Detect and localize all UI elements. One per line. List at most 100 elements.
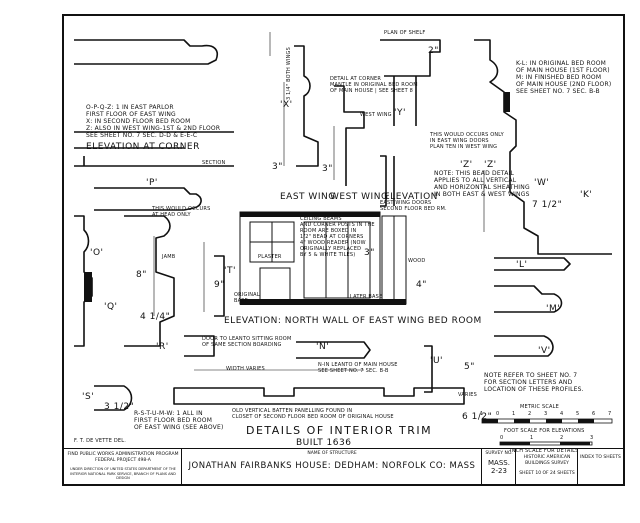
metric-tick: 7 [608,411,612,417]
profile-u [424,345,433,393]
letter-y: 'Y' [394,108,406,118]
letter-z: 'Z' [484,160,497,170]
foot-scale-bar [499,441,593,446]
tb-index: INDEX TO SHEETS [580,455,621,460]
label-east-wing: EAST WING [280,192,336,202]
label-section: SECTION [202,160,226,166]
dim-3c: 3" [364,248,375,258]
crown-molding-profile [74,39,218,65]
dim-4-1-4: 4 1/4" [140,312,171,322]
label-original-base: ORIGINAL BASE [234,292,260,304]
foot-tick: 2 [560,435,564,441]
metric-tick: 6 [592,411,596,417]
tb-habs-cell: HISTORIC AMERICAN BUILDINGS SURVEY SHEET… [516,449,578,485]
elevation-corner-lines [74,131,234,167]
label-west-wing-small: WEST WING [360,112,392,118]
letter-n: 'N' [316,342,330,352]
tb-survey-number: MASS. 2-23 [488,459,510,475]
note-corner-mantle: DETAIL AT CORNER MANTLE IN ORIGINAL BED … [330,76,418,94]
tb-survey-label: SURVEY NO. [485,451,513,456]
note-east-parlor: O-P-Q-Z: 1 IN EAST PARLOR FIRST FLOOR OF… [86,104,221,139]
label-plan-of-shelf: PLAN OF SHELF [384,30,426,36]
metric-scale-label: METRIC SCALE [520,404,559,410]
metric-scale-bar [481,418,613,424]
metric-tick: 1 [480,411,484,417]
dim-6-1-2: 6 1/2" [462,412,493,422]
label-jamb: JAMB [162,254,176,260]
label-plaster: PLASTER [258,254,282,260]
note-head-only: THIS WOULD OCCURS AT HEAD ONLY [152,206,211,218]
drawing-built-date: BUILT 1636 [296,438,352,448]
profile-r [184,335,215,357]
dim-5: 5" [464,362,475,372]
foot-tick: 0 [500,435,504,441]
note-wood-reeded: 4" WOOD READER (NOW ORIGINALLY REPLACED … [300,240,366,258]
tb-office: UNDER DIRECTION OF UNITED STATES DEPARTM… [70,467,176,480]
title-elevation-north: ELEVATION: NORTH WALL OF EAST WING BED R… [224,316,482,326]
trim-profiles-drawing [74,32,612,411]
profile-z [380,155,395,207]
letter-o: 'O' [90,248,104,258]
note-rstuv: R-S-T-U-M-W: 1 ALL IN FIRST FLOOR BED RO… [134,410,224,431]
letter-r: 'R' [156,342,169,352]
label-width-varies: WIDTH VARIES [226,366,265,372]
note-door-leanto: DOOR TO LEANTO SITTING ROOM OF SAME SECT… [202,336,292,348]
label-west-wing: WEST WING [330,192,389,202]
dim-8: 8" [136,270,147,280]
dim-3-1-2: 3 1/2" [104,402,135,412]
tb-sheet: SHEET 10 OF 24 SHEETS [519,471,575,476]
foot-tick: 3 [590,435,594,441]
hatching-fills [84,92,510,304]
note-n-leanto: N-IN LEANTO OF MAIN HOUSE SEE SHEET NO. … [318,362,398,374]
metric-tick: 1 [512,411,516,417]
tb-structure-name: JONATHAN FAIRBANKS HOUSE: DEDHAM: NORFOL… [188,461,476,471]
tb-project: FIND PUBLIC WORKS ADMINISTRATION PROGRAM… [67,452,179,463]
profile-q-jamb [124,215,175,347]
note-bead-detail: NOTE: THIS BEAD DETAIL APPLIES TO ALL VE… [434,170,530,198]
title-elevation-corner: ELEVATION AT CORNER [86,142,200,152]
dimension-lines [153,32,485,371]
foot-tick: 1 [530,435,534,441]
letter-k: 'K' [580,190,593,200]
note-refer-sheet: NOTE REFER TO SHEET NO. 7 FOR SECTION LE… [484,372,584,393]
note-kl: K-L: IN ORIGINAL BED ROOM OF MAIN HOUSE … [516,60,612,95]
profile-y [334,85,365,186]
tb-index-cell: INDEX TO SHEETS [578,449,623,485]
metric-tick: 3 [544,411,548,417]
label-elevation: ELEVATION [384,192,438,202]
note-east-wing-doors: EAST WING DOORS SECOND FLOOR BED RM. [380,200,447,212]
profile-n [296,341,371,359]
dim-3b: 3" [322,164,333,174]
dim-3a: 3" [272,162,283,172]
tb-structure-cell: NAME OF STRUCTURE JONATHAN FAIRBANKS HOU… [182,449,482,485]
dim-9: 9" [214,280,225,290]
letter-u: 'U' [430,356,444,366]
tb-survey-cell: SURVEY NO. MASS. 2-23 [482,449,516,485]
inch-scale-label: INCH SCALE FOR DETAILS [510,448,579,454]
label-wood: WOOD [408,258,426,264]
drawn-by: F. T. DE VETTE DEL. [74,438,127,444]
tb-habs: HISTORIC AMERICAN BUILDINGS SURVEY [523,455,571,466]
letter-m: 'M' [546,304,561,314]
letter-p: 'P' [146,178,158,188]
letter-z2: 'Z' [460,160,473,170]
metric-tick: 4 [560,411,564,417]
profile-x [294,45,319,167]
profile-l [494,257,571,271]
title-block: FIND PUBLIC WORKS ADMINISTRATION PROGRAM… [64,448,623,485]
drawing-title: DETAILS OF INTERIOR TRIM [246,424,433,437]
profile-p [94,187,202,211]
note-found-once: THIS WOULD OCCURS ONLY IN EAST WING DOOR… [430,132,504,150]
letter-s: 'S' [82,392,95,402]
metric-tick: 2 [528,411,532,417]
batten-panelling-profile [173,387,465,405]
profile-s [94,385,133,411]
dim-2: 2" [428,46,439,56]
corner-mantle-detail [380,39,441,126]
letter-t: 'T' [224,266,236,276]
dim-7-1-2: 7 1/2" [532,200,563,210]
label-later-base: LATER BASE [350,294,383,300]
letter-l: 'L' [516,260,528,270]
letter-q: 'Q' [104,302,118,312]
profile-t [214,255,225,317]
